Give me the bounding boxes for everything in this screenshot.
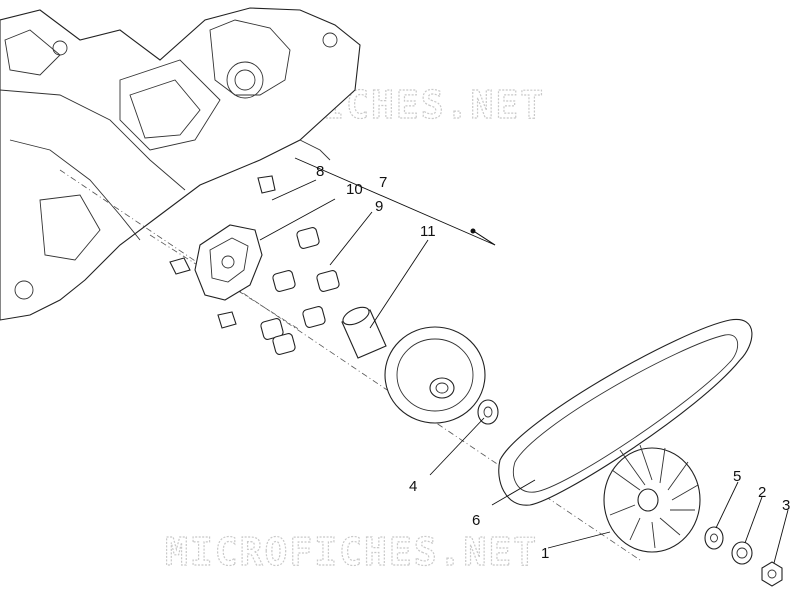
group-bracket: [294, 157, 496, 246]
washer-4: [477, 399, 499, 425]
slider-pieces: [169, 175, 276, 329]
drive-belt: [498, 318, 753, 506]
callout-11: 11: [420, 223, 436, 240]
nut-3: [761, 561, 783, 587]
callout-4: 4: [409, 478, 417, 495]
callout-10: 10: [346, 181, 363, 198]
watermark-bottom: MICROFICHES.NET: [165, 530, 538, 574]
callout-1: 1: [541, 545, 549, 562]
callout-6: 6: [472, 512, 480, 529]
half-pulley: [384, 326, 486, 424]
roller-weights: [260, 227, 340, 355]
assembly-axis: [59, 169, 641, 561]
bracket-dot: [470, 228, 476, 234]
ramp-plate: [194, 224, 263, 301]
callout-9: 9: [375, 198, 383, 215]
bushing: [341, 306, 387, 359]
crankcase-housing: [0, 7, 361, 321]
callout-5: 5: [733, 468, 741, 485]
callout-3: 3: [782, 497, 790, 514]
callout-8: 8: [316, 163, 324, 180]
fan-pulley: [603, 444, 701, 553]
callout-2: 2: [758, 484, 766, 501]
callout-7: 7: [379, 174, 387, 191]
washer-5: [704, 526, 724, 550]
spacer-2: [731, 541, 753, 565]
assembly-axis-2: [149, 234, 301, 331]
